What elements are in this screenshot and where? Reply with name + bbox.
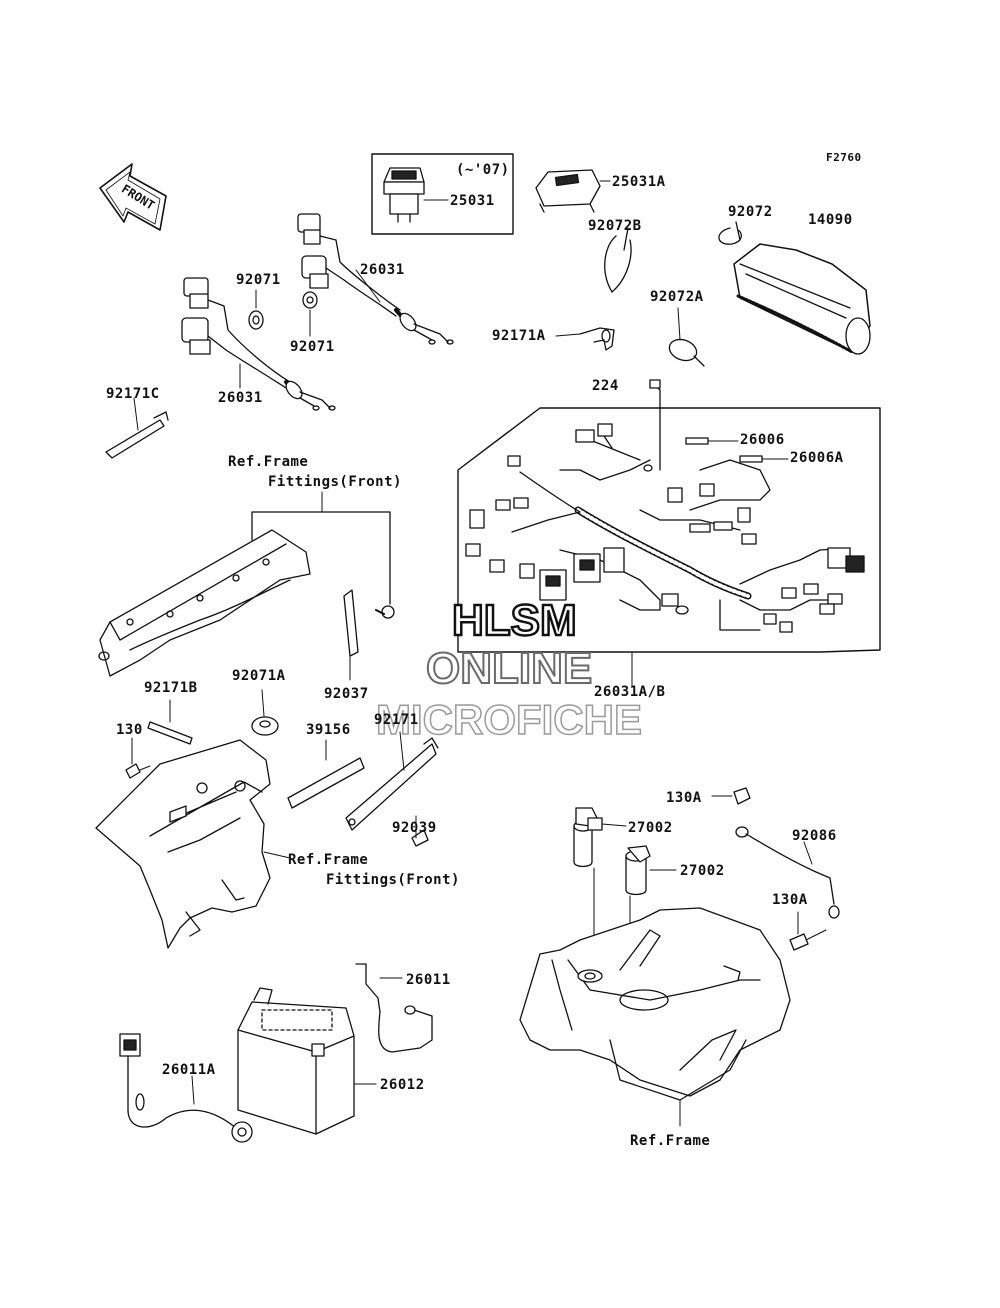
cable-26011-icon bbox=[356, 964, 432, 1052]
front-arrow-icon: FRONT bbox=[100, 164, 166, 230]
inset-note: (~'07) bbox=[456, 162, 510, 178]
inset-box bbox=[372, 154, 513, 234]
label-14090: 14090 bbox=[808, 212, 853, 228]
ref-frame-label-2a: Ref.Frame bbox=[288, 852, 369, 868]
label-25031a: 25031A bbox=[612, 174, 666, 190]
cable-26011a-icon bbox=[120, 1034, 252, 1142]
figure-code: F2760 bbox=[826, 151, 862, 164]
clamp-92072b-icon bbox=[605, 228, 631, 292]
label-92171c: 92171C bbox=[106, 386, 160, 402]
pad-39156-icon bbox=[288, 740, 364, 808]
label-26011a: 26011A bbox=[162, 1062, 216, 1078]
label-26031-low: 26031 bbox=[218, 390, 263, 406]
label-92171b: 92171B bbox=[144, 680, 198, 696]
watermark-line2: ONLINE bbox=[425, 643, 593, 694]
label-27002-b: 27002 bbox=[680, 863, 725, 879]
hour-meter-icon bbox=[384, 168, 424, 222]
label-26031ab: 26031A/B bbox=[594, 684, 666, 700]
label-26006a: 26006A bbox=[790, 450, 844, 466]
fuse-26006-icon bbox=[686, 438, 738, 444]
ref-frame-label-2b: Fittings(Front) bbox=[326, 872, 460, 888]
label-130a-low: 130A bbox=[772, 892, 808, 908]
tie-92171c-icon bbox=[106, 398, 168, 458]
bracket-92171-icon bbox=[346, 732, 438, 830]
ground-cable-92086-icon bbox=[736, 827, 839, 918]
label-92072a: 92072A bbox=[650, 289, 704, 305]
label-26006: 26006 bbox=[740, 432, 785, 448]
label-130a-top: 130A bbox=[666, 790, 702, 806]
clamp-92072-icon bbox=[719, 222, 741, 244]
harness-26031-lower-icon bbox=[182, 278, 335, 410]
watermark-line3: MICROFICHE bbox=[375, 695, 643, 744]
bolt-130a-low-icon bbox=[790, 912, 826, 950]
ref-frame-label-3: Ref.Frame bbox=[630, 1133, 711, 1149]
label-26031-top: 26031 bbox=[360, 262, 405, 278]
fuse-26006a-icon bbox=[740, 456, 788, 462]
tie-92171b-icon bbox=[148, 700, 192, 744]
frame-fitting-front-icon bbox=[99, 492, 394, 676]
label-92072: 92072 bbox=[728, 204, 773, 220]
grommet-92071-top-icon bbox=[249, 290, 263, 329]
label-224: 224 bbox=[592, 378, 619, 394]
label-92071a: 92071A bbox=[232, 668, 286, 684]
ref-frame-label-1a: Ref.Frame bbox=[228, 454, 309, 470]
label-92071-mid: 92071 bbox=[290, 339, 335, 355]
clamp-92072a-icon bbox=[666, 308, 704, 366]
frame-fitting-lower-icon bbox=[96, 740, 290, 948]
grommet-92071a-icon bbox=[252, 690, 278, 735]
clip-92171a-icon bbox=[556, 328, 614, 350]
label-39156: 39156 bbox=[306, 722, 351, 738]
harness-26031-upper-icon bbox=[298, 214, 453, 344]
label-92071-top: 92071 bbox=[236, 272, 281, 288]
ref-frame-label-1b: Fittings(Front) bbox=[268, 474, 402, 490]
label-92171a: 92171A bbox=[492, 328, 546, 344]
watermark-line1: HLSM bbox=[451, 595, 578, 647]
label-26012: 26012 bbox=[380, 1077, 425, 1093]
label-26011: 26011 bbox=[406, 972, 451, 988]
label-130: 130 bbox=[116, 722, 143, 738]
label-92037: 92037 bbox=[324, 686, 369, 702]
label-92086: 92086 bbox=[792, 828, 837, 844]
grommet-92071-mid-icon bbox=[303, 292, 317, 336]
cover-14090-icon bbox=[734, 244, 870, 354]
main-harness-box bbox=[458, 380, 880, 652]
label-92039: 92039 bbox=[392, 820, 437, 836]
label-27002-a: 27002 bbox=[628, 820, 673, 836]
label-92072b: 92072B bbox=[588, 218, 642, 234]
bolt-130-icon bbox=[126, 738, 150, 778]
bolt-130a-top-icon bbox=[712, 788, 750, 804]
frame-rear-icon bbox=[520, 908, 790, 1126]
bolt-92039-icon bbox=[412, 816, 428, 846]
strap-92037-icon bbox=[344, 590, 358, 680]
relay-27002-upper-icon bbox=[574, 808, 626, 950]
hour-meter-25031a-icon bbox=[536, 170, 610, 212]
label-25031: 25031 bbox=[450, 193, 495, 209]
battery-26012-icon bbox=[238, 988, 376, 1134]
label-92171: 92171 bbox=[374, 712, 419, 728]
